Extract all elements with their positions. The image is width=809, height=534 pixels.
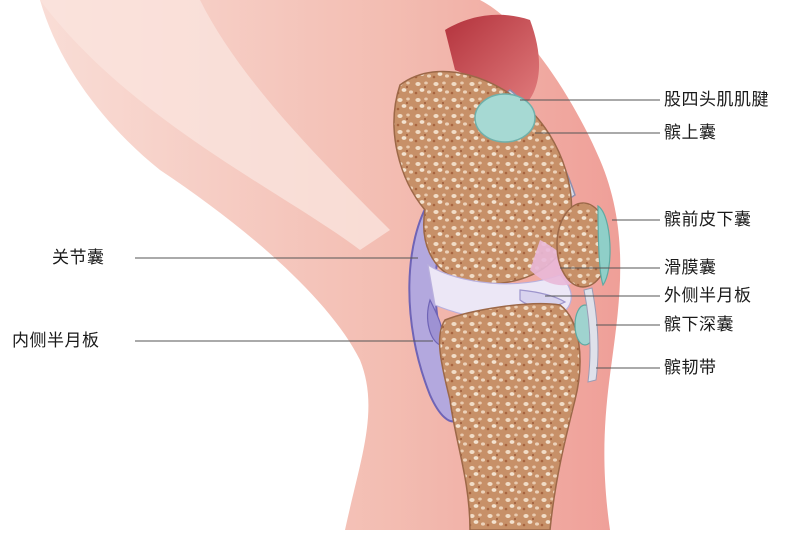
label-prepatellar-bursa: 髌前皮下囊 <box>664 210 752 230</box>
label-lateral-meniscus: 外侧半月板 <box>664 286 752 306</box>
label-deep-infrapatellar-bursa: 髌下深囊 <box>664 315 734 335</box>
suprapatellar-bursa <box>475 94 535 142</box>
label-patellar-ligament: 髌韧带 <box>664 358 717 378</box>
label-joint-capsule: 关节囊 <box>52 248 105 268</box>
label-quadriceps-tendon: 股四头肌肌腱 <box>664 90 769 110</box>
label-suprapatellar-bursa: 髌上囊 <box>664 123 717 143</box>
label-medial-meniscus: 内侧半月板 <box>12 331 100 351</box>
label-synovial-bursa: 滑膜囊 <box>664 258 717 278</box>
